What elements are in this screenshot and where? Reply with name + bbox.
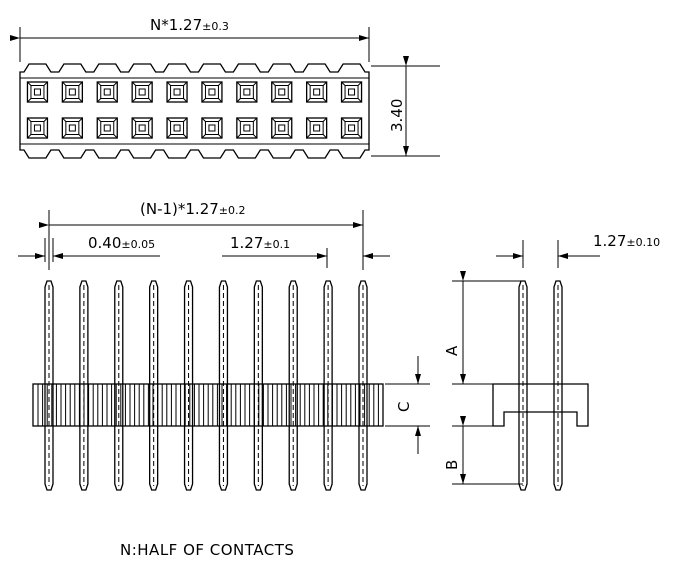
top-pin-cell <box>305 81 328 103</box>
front-span-dim-label: (N-1)*1.27±0.2 <box>140 200 246 218</box>
pin <box>518 280 528 491</box>
top-pin-cell <box>26 117 49 139</box>
pin <box>553 280 563 491</box>
top-pin-cell <box>305 117 328 139</box>
a-dim-label: A <box>443 345 461 356</box>
front-view: (N-1)*1.27±0.2 0.40±0.05 1.27±0.1 C <box>18 200 430 491</box>
top-pin-cell <box>96 117 118 139</box>
top-pin-cell <box>61 81 83 103</box>
pin <box>288 280 298 491</box>
c-dim-label: C <box>395 402 413 412</box>
pin <box>183 280 194 491</box>
front-pins <box>44 280 368 491</box>
pin-width-dim-label: 0.40±0.05 <box>88 234 155 252</box>
top-pin-cell <box>271 117 293 139</box>
top-pin-cell <box>166 81 188 103</box>
top-width-dim-label: N*1.27±0.3 <box>150 16 229 34</box>
top-pin-cell <box>96 81 118 103</box>
top-pin-cell <box>201 117 223 139</box>
top-pin-cell <box>340 81 363 103</box>
top-pin-cell <box>61 117 83 139</box>
side-pins <box>518 280 563 491</box>
top-pin-cell <box>236 81 258 103</box>
top-pin-grid <box>20 77 369 145</box>
top-housing-outline <box>19 63 370 159</box>
top-pin-cell <box>26 81 49 103</box>
top-pin-cell <box>236 117 258 139</box>
pitch-dim-label: 1.27±0.1 <box>230 234 290 252</box>
top-pin-cell <box>166 117 188 139</box>
pin <box>149 280 159 491</box>
top-pin-cell <box>340 117 363 139</box>
pin <box>358 280 368 491</box>
note-text: N:HALF OF CONTACTS <box>120 541 294 559</box>
top-pin-cell <box>131 117 153 139</box>
top-pin-cell <box>271 81 293 103</box>
top-view: N*1.27±0.3 3.40 <box>10 16 440 159</box>
pin <box>114 280 124 491</box>
top-pin-cell <box>201 81 223 103</box>
side-housing-body <box>492 383 589 427</box>
pin <box>218 280 229 491</box>
side-pitch-dim-label: 1.27±0.10 <box>593 232 660 250</box>
b-dim-label: B <box>443 460 461 470</box>
pin <box>44 280 54 491</box>
side-view: 1.27±0.10 A B <box>443 232 660 491</box>
front-housing-ribs <box>37 384 379 426</box>
top-pin-cell <box>131 81 153 103</box>
top-height-dim-label: 3.40 <box>388 99 406 132</box>
